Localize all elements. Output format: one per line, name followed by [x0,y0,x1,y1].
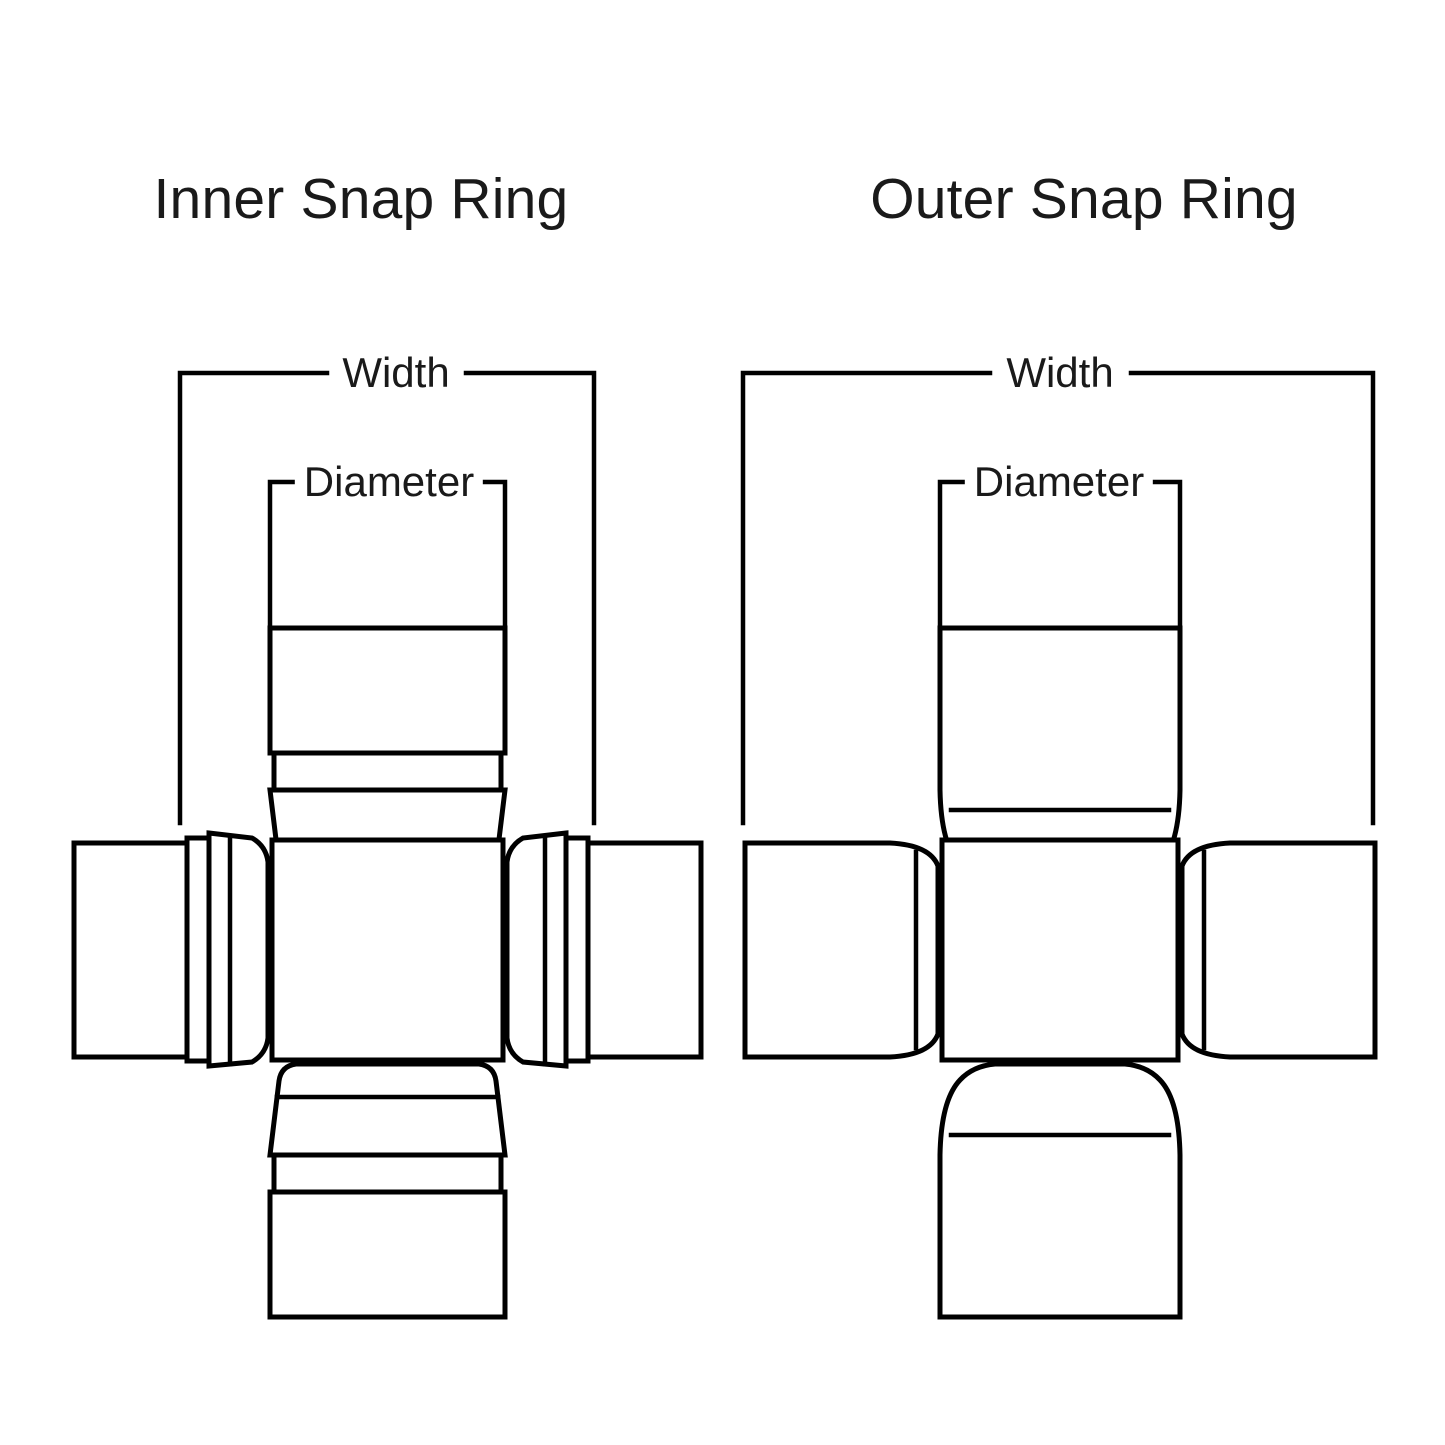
diameter-leader-right-inner [482,482,505,628]
bottom-trunnion-shoulder-inner [270,1064,505,1155]
right-cap-body-outer [1182,843,1375,1057]
bottom-bearing-cap-inner [270,1064,505,1317]
right-trunnion-shoulder-inner [507,833,566,1066]
dimension-label-width-outer: Width [997,352,1123,394]
bottom-cap-body-inner [270,1192,505,1317]
bottom-snap-ring-band-inner [274,1155,501,1192]
diameter-leader-left-outer [940,482,966,628]
top-cap-body-inner [270,628,505,753]
top-snap-ring-band-inner [274,753,501,790]
cross-body-square-outer [942,840,1178,1060]
diameter-leader-left-inner [270,482,296,628]
left-cap-body-outer [745,843,938,1057]
panel-title-inner: Inner Snap Ring [153,167,569,231]
width-leader-right-outer [1131,373,1373,823]
dimension-label-width-inner: Width [333,352,459,394]
bottom-bearing-cap-outer [940,1064,1180,1317]
cross-body-outer [942,840,1178,1060]
left-cap-body-inner [74,843,187,1057]
left-bearing-cap-inner [74,833,268,1066]
left-trunnion-shoulder-inner [209,833,268,1066]
diameter-leader-right-outer [1152,482,1180,628]
width-leader-left-inner [180,373,327,823]
right-cap-body-inner [588,843,701,1057]
panel-inner-snap-ring: Inner Snap Ring [0,0,722,1445]
right-bearing-cap-outer [1182,843,1375,1057]
width-leader-right-inner [466,373,594,823]
panel-outer-snap-ring: Outer Snap Ring [723,0,1445,1445]
left-snap-ring-band-inner [187,838,209,1061]
left-bearing-cap-outer [745,843,938,1057]
cross-body-square-inner [272,840,503,1060]
right-snap-ring-band-inner [566,838,588,1061]
dimension-label-diameter-outer: Diameter [964,461,1154,503]
dimension-label-diameter-inner: Diameter [294,461,484,503]
dimension-lines-outer [743,373,1373,823]
panel-title-outer: Outer Snap Ring [870,167,1298,231]
width-leader-left-outer [743,373,990,823]
bottom-cap-body-outer [940,1064,1180,1317]
right-bearing-cap-inner [507,833,701,1066]
cross-body-inner [272,840,503,1060]
dimension-lines-inner [180,373,594,823]
